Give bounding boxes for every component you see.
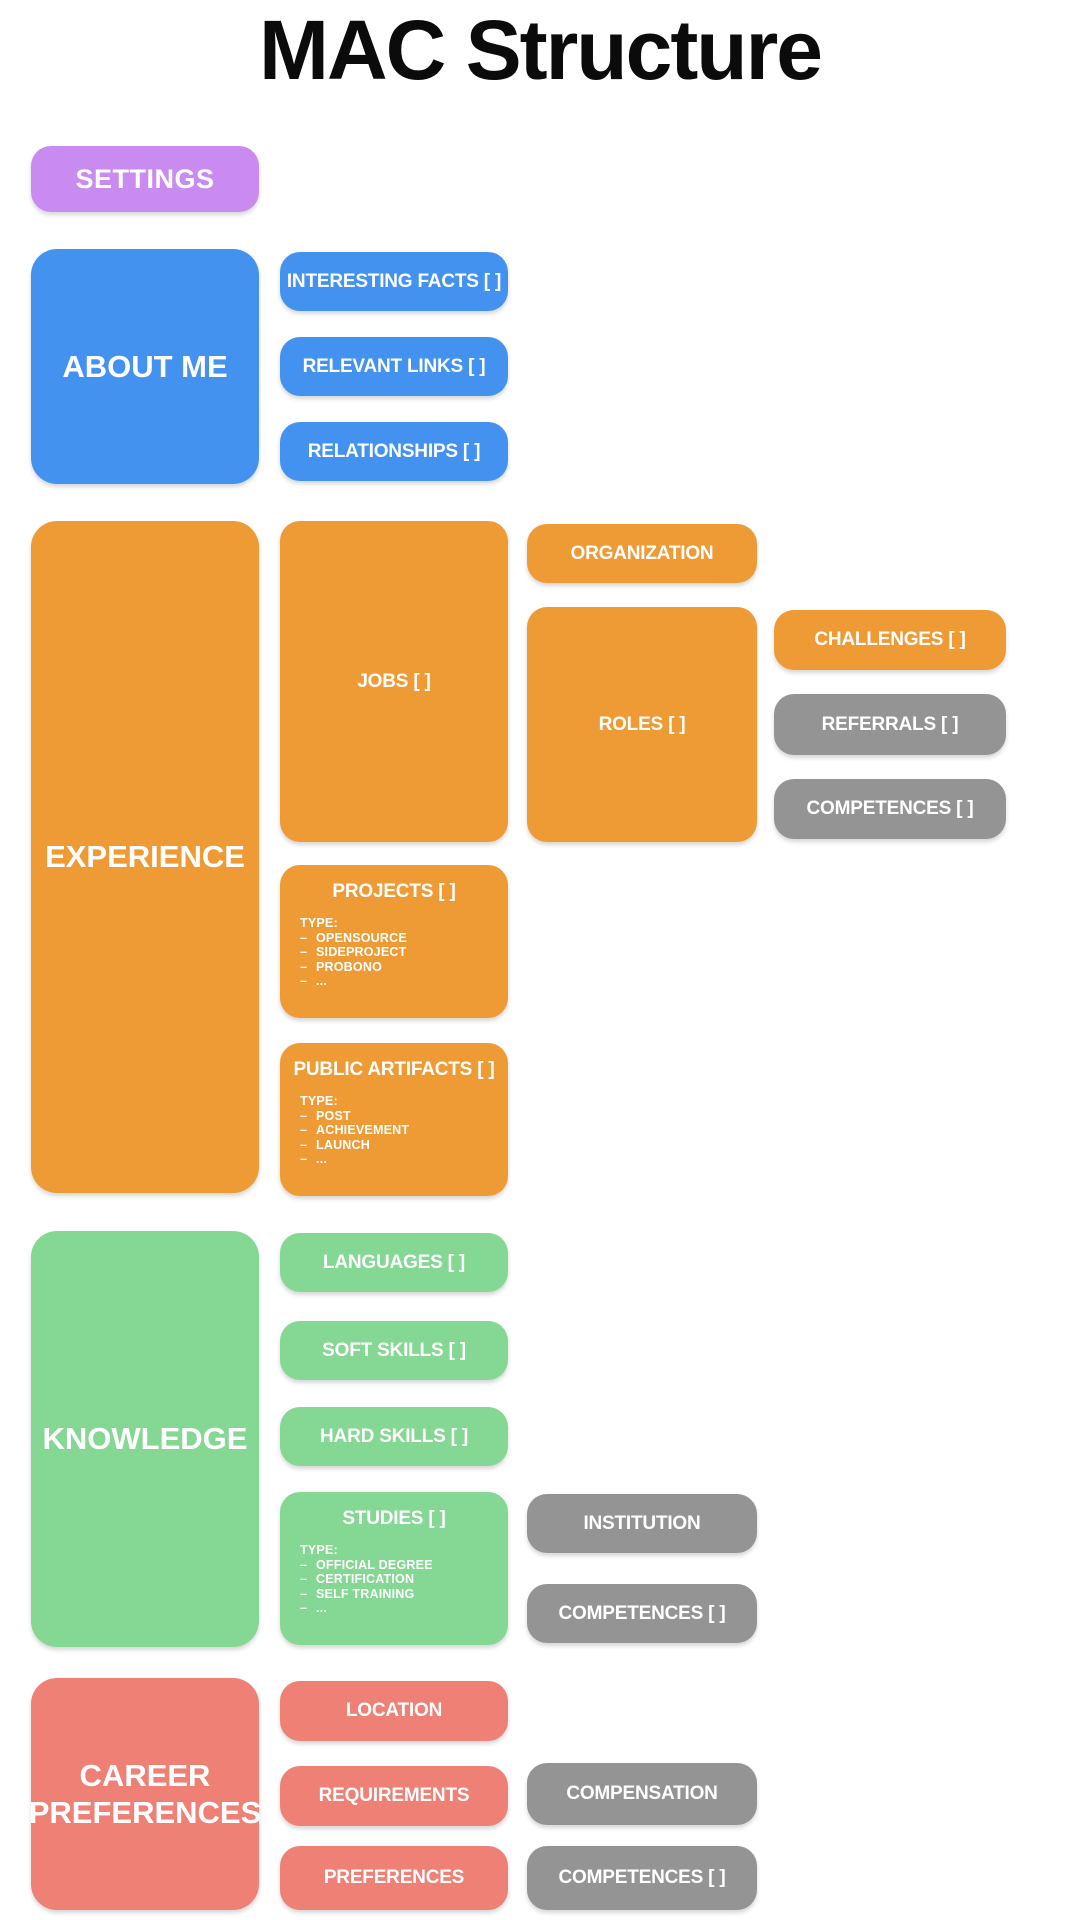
compensation-label: COMPENSATION — [566, 1783, 718, 1804]
type-list-item: SIDEPROJECT — [300, 945, 508, 960]
type-list-item: ... — [300, 974, 508, 989]
type-list-item: LAUNCH — [300, 1138, 508, 1153]
type-list-item: POST — [300, 1109, 508, 1124]
languages-block: LANGUAGES [ ] — [280, 1233, 508, 1292]
career-preferences-block: CAREER PREFERENCES — [28, 1678, 262, 1910]
hard-skills-label: HARD SKILLS [ ] — [320, 1425, 468, 1447]
roles-competences-block: COMPETENCES [ ] — [774, 779, 1006, 839]
type-items: POSTACHIEVEMENTLAUNCH... — [300, 1109, 508, 1167]
languages-label: LANGUAGES [ ] — [322, 1251, 465, 1273]
type-heading: TYPE: — [300, 916, 338, 930]
type-list-item: SELF TRAINING — [300, 1587, 508, 1602]
type-list-item: ... — [300, 1152, 508, 1167]
relationships-block: RELATIONSHIPS [ ] — [280, 422, 508, 481]
soft-skills-block: SOFT SKILLS [ ] — [280, 1321, 508, 1380]
type-items: OFFICIAL DEGREECERTIFICATIONSELF TRAININ… — [300, 1558, 508, 1616]
type-list-item: PROBONO — [300, 960, 508, 975]
type-heading: TYPE: — [300, 1543, 338, 1557]
studies-competences-block: COMPETENCES [ ] — [527, 1584, 757, 1643]
organization-block: ORGANIZATION — [527, 524, 757, 583]
settings-block: SETTINGS — [31, 146, 259, 212]
relevant-links-block: RELEVANT LINKS [ ] — [280, 337, 508, 396]
studies-type-list: TYPE: OFFICIAL DEGREECERTIFICATIONSELF T… — [280, 1543, 508, 1616]
jobs-block: JOBS [ ] — [280, 521, 508, 842]
type-items: OPENSOURCESIDEPROJECTPROBONO... — [300, 931, 508, 989]
studies-competences-label: COMPETENCES [ ] — [558, 1602, 726, 1624]
type-list-item: ACHIEVEMENT — [300, 1123, 508, 1138]
settings-label: SETTINGS — [75, 163, 215, 194]
interesting-facts-block: INTERESTING FACTS [ ] — [280, 252, 508, 311]
career-preferences-label: CAREER PREFERENCES — [28, 1757, 262, 1830]
referrals-label: REFERRALS [ ] — [821, 713, 959, 735]
interesting-facts-label: INTERESTING FACTS [ ] — [286, 270, 502, 292]
type-list-item: ... — [300, 1601, 508, 1616]
about-me-label: ABOUT ME — [62, 348, 228, 384]
relevant-links-label: RELEVANT LINKS [ ] — [302, 355, 486, 377]
experience-block: EXPERIENCE — [31, 521, 259, 1193]
projects-block: PROJECTS [ ] TYPE: OPENSOURCESIDEPROJECT… — [280, 865, 508, 1018]
preferences-label: PREFERENCES — [323, 1867, 465, 1888]
challenges-block: CHALLENGES [ ] — [774, 610, 1006, 670]
type-list-item: OFFICIAL DEGREE — [300, 1558, 508, 1573]
studies-label: STUDIES [ ] — [342, 1508, 446, 1529]
roles-competences-label: COMPETENCES [ ] — [806, 798, 974, 819]
type-heading: TYPE: — [300, 1094, 338, 1108]
preferences-block: PREFERENCES — [280, 1846, 508, 1910]
challenges-label: CHALLENGES [ ] — [814, 629, 966, 650]
requirements-block: REQUIREMENTS — [280, 1766, 508, 1826]
roles-block: ROLES [ ] — [527, 607, 757, 842]
career-competences-block: COMPETENCES [ ] — [527, 1846, 757, 1910]
hard-skills-block: HARD SKILLS [ ] — [280, 1407, 508, 1466]
public-artifacts-type-list: TYPE: POSTACHIEVEMENTLAUNCH... — [280, 1094, 508, 1167]
career-competences-label: COMPETENCES [ ] — [558, 1867, 726, 1888]
institution-label: INSTITUTION — [583, 1512, 701, 1534]
requirements-label: REQUIREMENTS — [318, 1785, 470, 1806]
knowledge-block: KNOWLEDGE — [31, 1231, 259, 1647]
institution-block: INSTITUTION — [527, 1494, 757, 1553]
studies-block: STUDIES [ ] TYPE: OFFICIAL DEGREECERTIFI… — [280, 1492, 508, 1645]
public-artifacts-block: PUBLIC ARTIFACTS [ ] TYPE: POSTACHIEVEME… — [280, 1043, 508, 1196]
soft-skills-label: SOFT SKILLS [ ] — [322, 1339, 466, 1361]
type-list-item: OPENSOURCE — [300, 931, 508, 946]
public-artifacts-label: PUBLIC ARTIFACTS [ ] — [293, 1059, 495, 1080]
about-me-block: ABOUT ME — [31, 249, 259, 484]
relationships-label: RELATIONSHIPS [ ] — [307, 440, 481, 462]
type-list-item: CERTIFICATION — [300, 1572, 508, 1587]
location-label: LOCATION — [345, 1700, 443, 1721]
projects-label: PROJECTS [ ] — [332, 881, 456, 902]
compensation-block: COMPENSATION — [527, 1763, 757, 1825]
roles-label: ROLES [ ] — [598, 713, 686, 735]
projects-type-list: TYPE: OPENSOURCESIDEPROJECTPROBONO... — [280, 916, 508, 989]
page-title: MAC Structure — [258, 3, 823, 97]
knowledge-label: KNOWLEDGE — [42, 1421, 248, 1457]
jobs-label: JOBS [ ] — [357, 670, 431, 692]
experience-label: EXPERIENCE — [45, 839, 245, 875]
location-block: LOCATION — [280, 1681, 508, 1741]
organization-label: ORGANIZATION — [570, 542, 714, 564]
referrals-block: REFERRALS [ ] — [774, 694, 1006, 755]
